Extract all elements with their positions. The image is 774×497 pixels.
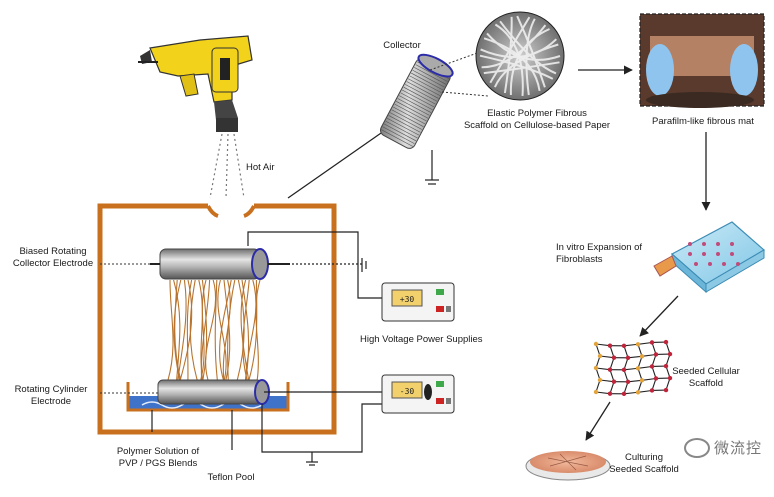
polymer-solution-label: Polymer Solution of PVP / PGS Blends xyxy=(108,446,208,470)
parafilm-mat-label: Parafilm-like fibrous mat xyxy=(638,116,768,128)
power-supply-top: +30 xyxy=(382,283,454,321)
culture-flask-icon xyxy=(654,222,764,292)
power-supply-bottom-display: -30 xyxy=(400,387,415,396)
arrow-to-scaffold xyxy=(640,296,678,336)
collector-drum xyxy=(378,51,455,184)
biased-rotating-collector-electrode xyxy=(100,249,290,279)
hot-air-label: Hot Air xyxy=(246,162,275,174)
power-supply-top-display: +30 xyxy=(400,295,415,304)
power-supply-bottom: -30 xyxy=(382,375,454,413)
rotating-cylinder-electrode xyxy=(100,380,269,404)
seeded-scaffold-icon xyxy=(594,340,672,396)
teflon-pool-label: Teflon Pool xyxy=(196,472,266,484)
arrow-to-dish xyxy=(586,402,610,440)
biased-rotating-label: Biased Rotating Collector Electrode xyxy=(6,246,100,270)
hot-air-stream xyxy=(210,134,244,198)
watermark-text: 微流控 xyxy=(714,439,762,457)
seeded-cellular-label: Seeded Cellular Scaffold xyxy=(664,366,748,390)
watermark-logo-icon xyxy=(684,438,710,458)
polymer-fibers xyxy=(168,280,260,380)
in-vitro-label: In vitro Expansion of Fibroblasts xyxy=(556,242,642,266)
watermark: 微流控 xyxy=(684,437,762,459)
sem-fiber-image xyxy=(476,12,564,100)
petri-dish-icon xyxy=(526,451,610,480)
high-voltage-label: High Voltage Power Supplies xyxy=(360,334,483,346)
rotating-cylinder-label: Rotating Cylinder Electrode xyxy=(6,384,96,408)
arrow-to-collector xyxy=(288,124,394,198)
elastic-scaffold-label: Elastic Polymer Fibrous Scaffold on Cell… xyxy=(462,108,612,132)
heat-gun-icon xyxy=(138,36,252,132)
collector-label: Collector xyxy=(372,40,432,52)
parafilm-mat-photo xyxy=(640,14,764,108)
culturing-label: Culturing Seeded Scaffold xyxy=(600,452,688,476)
